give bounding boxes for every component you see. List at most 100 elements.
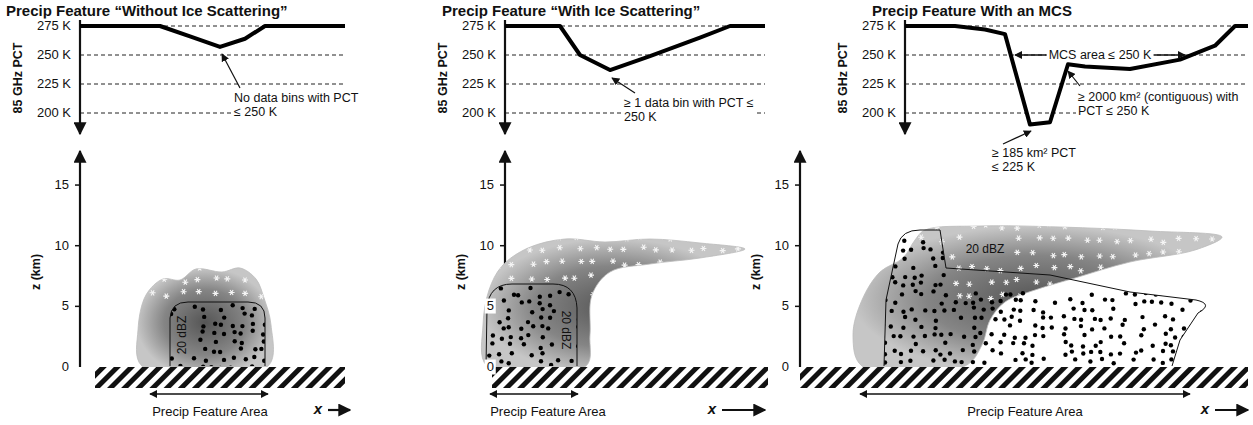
- reference-line: [80, 84, 345, 85]
- rain-drop: [962, 335, 966, 339]
- rain-drop: [862, 282, 866, 286]
- rain-drop: [959, 316, 963, 320]
- rain-drop: [863, 335, 867, 339]
- rain-drop: [903, 315, 907, 319]
- ice-particle: [722, 236, 728, 241]
- pct-axis: [79, 20, 81, 134]
- rain-drop: [478, 294, 482, 298]
- tick-label: 275 K: [35, 19, 73, 34]
- rain-drop: [870, 352, 874, 356]
- tick-label: 10: [478, 238, 496, 253]
- rain-drop: [552, 309, 556, 313]
- rain-drop: [938, 352, 942, 356]
- rain-drop: [882, 264, 886, 268]
- rain-drop: [548, 316, 552, 320]
- rain-drop: [520, 300, 524, 304]
- rain-drop: [738, 344, 742, 348]
- rain-drop: [250, 313, 254, 317]
- ice-particle: [1115, 268, 1121, 273]
- rain-drop: [942, 308, 946, 312]
- rain-drop: [587, 351, 591, 355]
- ice-particle: [1176, 236, 1182, 241]
- rain-drop: [508, 342, 512, 346]
- rain-drop: [1090, 327, 1094, 331]
- rain-drop: [1122, 341, 1126, 345]
- ice-particle: [1016, 236, 1022, 241]
- rain-drop: [650, 362, 654, 366]
- rain-drop: [548, 303, 552, 307]
- rain-drop: [971, 301, 975, 305]
- rain-drop: [631, 341, 635, 345]
- ice-particle: [1051, 265, 1057, 270]
- rain-drop: [1191, 351, 1195, 355]
- rain-drop: [720, 325, 724, 329]
- ice-particle: [1067, 264, 1073, 269]
- rain-drop: [748, 294, 752, 298]
- pct-axis: [904, 20, 906, 134]
- rain-drop: [526, 333, 530, 337]
- rain-drop: [863, 348, 867, 352]
- rain-drop: [658, 316, 662, 320]
- ice-particles: [476, 231, 744, 298]
- rain-drop: [1069, 343, 1073, 347]
- rain-drop: [710, 285, 714, 289]
- rain-drop: [871, 292, 875, 296]
- panel: [476, 20, 768, 410]
- axis-tick: [795, 184, 800, 186]
- rain-drop: [650, 351, 654, 355]
- reflectivity-contour: [486, 284, 577, 366]
- ice-particle: [876, 238, 882, 243]
- rain-drop: [617, 351, 621, 355]
- rain-drop: [203, 347, 207, 351]
- rain-drop: [251, 322, 255, 326]
- rain-drop: [944, 293, 948, 297]
- rain-drop: [982, 361, 986, 365]
- rain-drop: [149, 357, 153, 361]
- rain-drop: [671, 359, 675, 363]
- ice-particle: [1227, 226, 1233, 231]
- rain-drop: [218, 350, 222, 354]
- rain-drop: [1133, 302, 1137, 306]
- ice-particle: [1037, 235, 1043, 240]
- ice-particle: [508, 276, 514, 281]
- ice-particle: [621, 277, 627, 282]
- tick-label: 250 K: [460, 48, 498, 63]
- ice-particle: [131, 294, 137, 299]
- ice-particle: [1143, 223, 1149, 228]
- rain-drop: [1002, 317, 1006, 321]
- axis-tick: [795, 306, 800, 308]
- ice-particle: [1208, 277, 1214, 282]
- rain-drop: [596, 352, 600, 356]
- axis-tick: [500, 184, 505, 186]
- rain-drop: [622, 303, 626, 307]
- rain-drop: [631, 334, 635, 338]
- ice-particle: [1065, 236, 1071, 241]
- contour-label: 20 dBZ: [176, 314, 190, 357]
- ice-particle: [1014, 250, 1020, 255]
- rain-drop: [1219, 298, 1223, 302]
- rain-drop: [953, 359, 957, 363]
- rain-drop: [903, 275, 907, 279]
- ice-particle: [1133, 252, 1139, 257]
- ice-particle: [1174, 263, 1180, 268]
- ice-particle: [1209, 236, 1215, 241]
- rain-drop: [1134, 350, 1138, 354]
- tick-label: 5: [780, 299, 791, 314]
- ice-particle: [999, 225, 1005, 230]
- rain-drop: [931, 358, 935, 362]
- ice-particle: [655, 232, 661, 237]
- ice-particle: [957, 293, 963, 298]
- rain-drop: [1212, 331, 1216, 335]
- ice-particle: [1133, 221, 1139, 226]
- rain-drop: [998, 340, 1002, 344]
- rain-drop: [541, 335, 545, 339]
- leader-arrow: [1003, 131, 1031, 144]
- ice-particle: [244, 262, 250, 267]
- axis-tick: [75, 306, 80, 308]
- rain-drop: [479, 342, 483, 346]
- ice-particle: [639, 289, 645, 294]
- ice-particle: [1165, 226, 1171, 231]
- ice-particle: [594, 245, 600, 250]
- rain-drop: [902, 257, 906, 261]
- ice-particle: [277, 276, 283, 281]
